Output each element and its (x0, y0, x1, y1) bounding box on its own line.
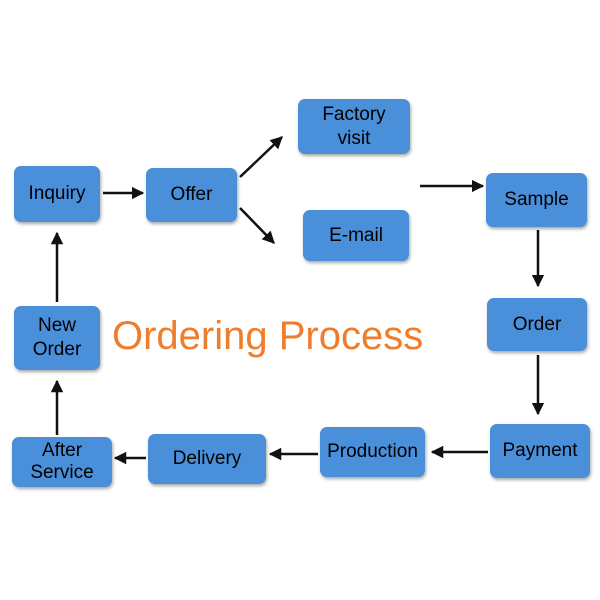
node-sample: Sample (486, 173, 587, 227)
node-delivery: Delivery (148, 434, 266, 484)
node-production-label: Production (327, 441, 418, 462)
node-delivery-label: Delivery (172, 448, 242, 469)
node-production: Production (320, 427, 425, 477)
node-new-order-label-line1: New (37, 315, 76, 336)
node-email: E-mail (303, 210, 409, 261)
node-factory-visit: Factory visit (298, 99, 410, 154)
node-new-order: New Order (14, 306, 100, 370)
node-after-service-label-line2: Service (30, 462, 94, 483)
node-payment-label: Payment (502, 440, 578, 461)
diagram-title: Ordering Process (112, 314, 424, 358)
node-order-label: Order (512, 313, 562, 335)
node-offer: Offer (146, 168, 237, 222)
node-payment: Payment (490, 424, 590, 478)
node-after-service-label-line1: After (41, 440, 83, 461)
node-offer-label: Offer (170, 184, 213, 205)
arrow-offer-to-factory-visit (239, 136, 283, 178)
node-sample-label: Sample (504, 189, 569, 210)
node-inquiry-label: Inquiry (28, 183, 86, 204)
node-after-service: After Service (12, 437, 112, 487)
node-new-order-label-line2: Order (32, 339, 82, 360)
node-order: Order (487, 298, 587, 351)
node-factory-visit-label-line2: visit (337, 127, 371, 149)
arrow-offer-to-email (239, 207, 275, 244)
node-factory-visit-label-line1: Factory (322, 103, 386, 125)
node-inquiry: Inquiry (14, 166, 100, 222)
node-email-label: E-mail (329, 224, 383, 246)
